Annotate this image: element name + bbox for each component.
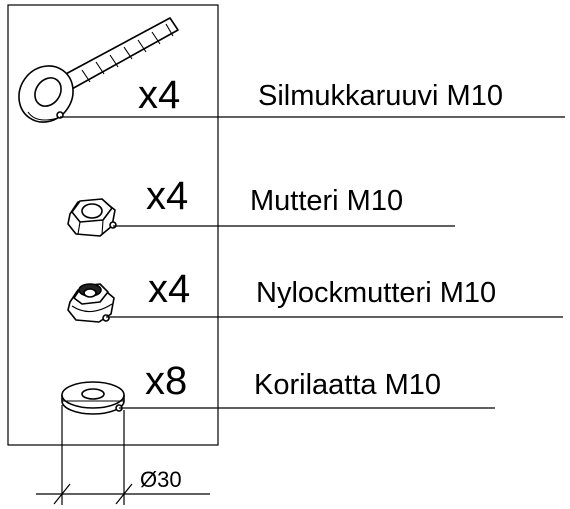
part-name: Silmukkaruuvi M10 xyxy=(258,80,503,112)
qty-label: x4 xyxy=(148,267,190,311)
qty-label: x4 xyxy=(138,73,180,117)
diameter-label: Ø30 xyxy=(140,467,182,492)
part-name: Nylockmutteri M10 xyxy=(256,277,496,309)
part-name: Mutteri M10 xyxy=(250,185,403,217)
hex-nut-icon xyxy=(67,198,117,237)
eye-bolt-icon xyxy=(18,17,179,123)
washer-icon xyxy=(61,381,125,415)
part-name: Korilaatta M10 xyxy=(254,369,441,401)
diameter-dimension xyxy=(36,405,210,505)
qty-label: x4 xyxy=(146,174,188,218)
qty-label: x8 xyxy=(145,359,187,403)
parts-box xyxy=(7,4,219,446)
nylock-nut-icon xyxy=(67,283,115,323)
